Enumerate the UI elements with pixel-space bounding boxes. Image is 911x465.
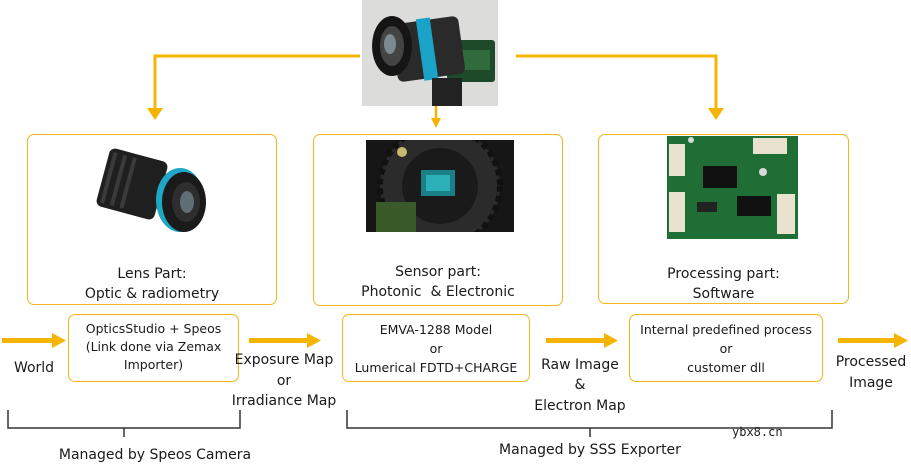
circuit-board-icon <box>667 136 798 239</box>
watermark: ybx8.cn <box>732 425 783 439</box>
image-sensor-icon <box>366 140 514 232</box>
exposure-map-line-3: Irradiance Map <box>231 393 337 409</box>
optics-tool-line-2: (Link done via Zemax <box>85 339 222 354</box>
processing-part-title: Processing part: <box>667 266 780 282</box>
processing-part-subtitle: Software <box>692 286 755 302</box>
input-world: World <box>13 360 55 376</box>
optics-tool-line-3: Importer) <box>123 357 184 372</box>
camera-photo <box>362 0 498 106</box>
bracket-sss <box>346 410 833 437</box>
processing-model-line-3: customer dll <box>687 360 765 375</box>
speos-bracket-label: Managed by Speos Camera <box>58 447 252 463</box>
output-line-1: Processed <box>835 354 907 370</box>
sensor-model-box <box>342 314 530 382</box>
exposure-map-line-2: or <box>276 373 292 389</box>
sensor-model-line-2: or <box>429 341 443 356</box>
flow-arrow-1 <box>2 333 66 348</box>
camera-icon <box>362 0 498 106</box>
connector-left <box>153 54 360 110</box>
raw-image-line-3: Electron Map <box>534 398 626 414</box>
arrowhead-lens <box>147 108 163 120</box>
optics-tool-box <box>68 314 239 382</box>
optics-tool-line-1: OpticsStudio + Speos <box>85 321 222 336</box>
camera-lens-icon <box>96 148 206 232</box>
flow-arrow-2 <box>249 333 321 348</box>
raw-image-line-1: Raw Image <box>541 357 619 373</box>
sensor-part-title: Sensor part: <box>395 264 481 280</box>
connector-right <box>516 54 718 110</box>
processing-model-box <box>629 314 823 382</box>
output-line-2: Image <box>849 375 893 391</box>
bracket-speos <box>7 410 241 437</box>
arrowhead-processing <box>708 108 724 120</box>
sss-bracket-label: Managed by SSS Exporter <box>499 442 681 458</box>
flow-arrow-3 <box>546 333 618 348</box>
raw-image-line-2: & <box>574 377 586 393</box>
exposure-map-line-1: Exposure Map <box>234 352 334 368</box>
sensor-model-line-1: EMVA-1288 Model <box>379 322 493 337</box>
arrowhead-sensor <box>431 118 441 128</box>
lens-part-title: Lens Part: <box>117 266 187 282</box>
processing-model-line-1: Internal predefined process <box>640 322 812 337</box>
lens-part-subtitle: Optic & radiometry <box>84 286 220 302</box>
flow-arrow-4 <box>838 333 908 348</box>
processing-model-line-2: or <box>719 341 733 356</box>
sensor-part-subtitle: Photonic & Electronic <box>361 284 515 300</box>
sensor-model-line-3: Lumerical FDTD+CHARGE <box>354 360 518 375</box>
